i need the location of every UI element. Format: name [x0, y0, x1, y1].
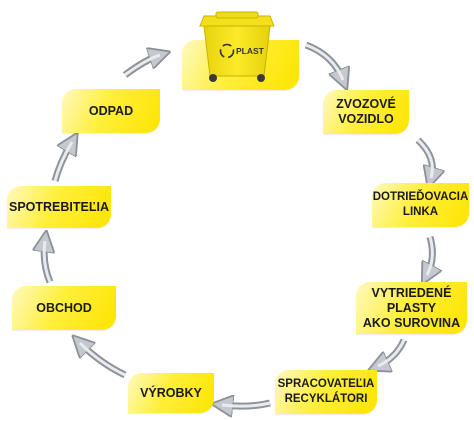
step-vyrobky: VÝROBKY: [128, 373, 214, 413]
step-dotriedovacia-linka: DOTRIEĎOVACIA LINKA: [372, 183, 469, 227]
step-vytriedene-plasty: VYTRIEDENÉ PLASTY AKO SUROVINA: [356, 282, 467, 334]
step-spotrebitelia: SPOTREBITEĽIA: [7, 186, 111, 228]
plastic-bin-icon: PLAST: [199, 11, 275, 82]
arrow-vytried-to-spracov: [378, 338, 408, 366]
step-zvozove-vozidlo: ZVOZOVÉ VOZIDLO: [323, 90, 409, 134]
arrow-bin-to-zvoz: [304, 41, 343, 80]
bin-label: PLAST: [236, 46, 265, 56]
step-obchod: OBCHOD: [12, 286, 116, 330]
step-odpad: ODPAD: [62, 89, 160, 133]
step-spracovatelia-recyklatori: SPRACOVATEĽIA RECYKLÁTORI: [275, 370, 377, 414]
